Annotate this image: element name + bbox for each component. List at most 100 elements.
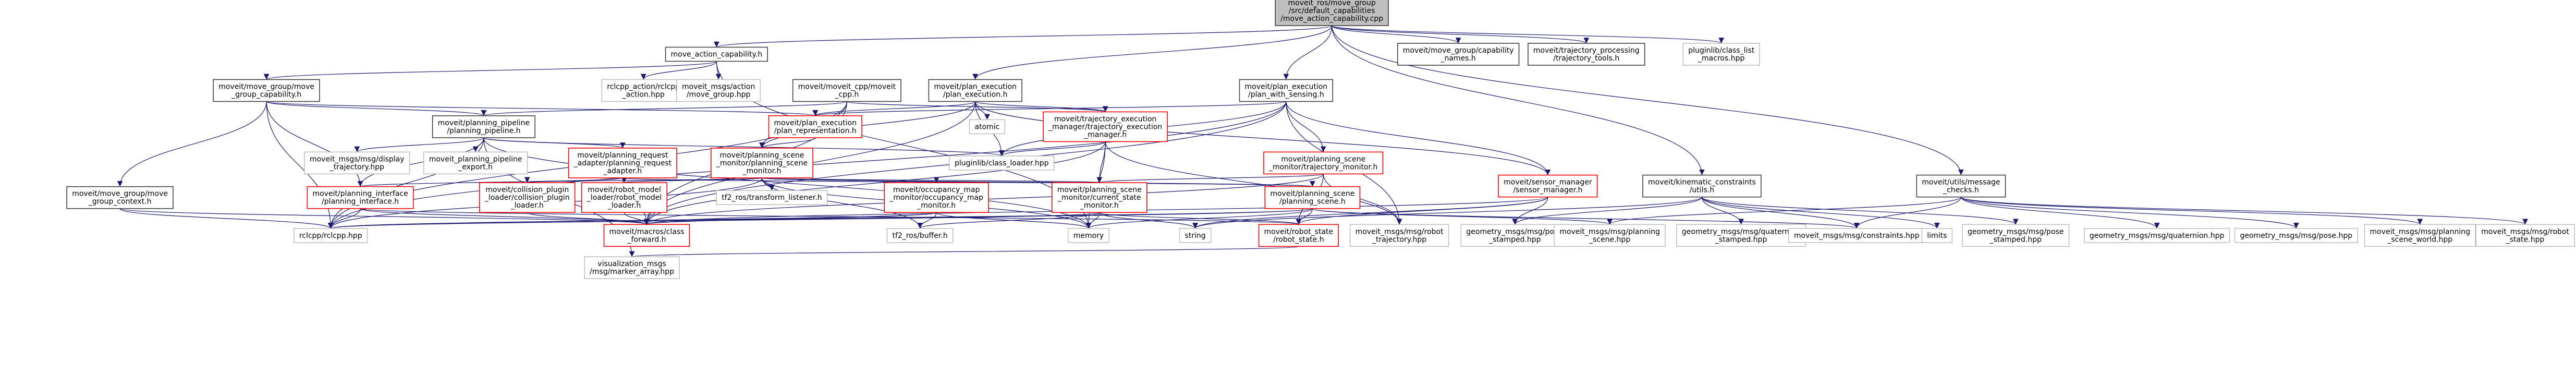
node-box (676, 79, 761, 102)
node-label-line: _scene.hpp (1589, 235, 1630, 244)
edge-root-to-pluginlib_macros (1332, 25, 1724, 44)
node-kin-constraints[interactable]: moveit/kinematic_constraints/utils.h (1642, 174, 1762, 198)
node-box (1043, 111, 1168, 142)
node-label-line: _group_context.h (88, 198, 152, 206)
node-label-line: /robot_state.h (1273, 235, 1324, 244)
node-pr-adapter[interactable]: moveit/planning_request_adapter/planning… (568, 148, 677, 178)
node-label-line: _loader.h (510, 201, 544, 210)
node-box (1460, 224, 1570, 247)
node-plan-sensing[interactable]: moveit/plan_execution/plan_with_sensing.… (1239, 79, 1333, 102)
node-label-line: /plan_execution.h (943, 90, 1008, 99)
edge-plan_exec-to-sensor_mgr (975, 101, 1551, 175)
node-label-line: _stamped.hpp (1715, 235, 1767, 244)
node-class-forward[interactable]: moveit/macros/class_forward.h (603, 224, 690, 247)
node-mac-h[interactable]: move_action_capability.h (665, 46, 768, 62)
node-traj-monitor[interactable]: moveit/planning_scene_monitor/trajectory… (1263, 151, 1384, 175)
node-box (581, 182, 668, 213)
node-label-line: _names.h (1440, 54, 1475, 63)
node-root[interactable]: moveit_ros/move_group/src/default_capabi… (1275, 0, 1389, 26)
edge-kin_constraints-to-quat_stamped (1701, 197, 1744, 225)
node-rm-loader[interactable]: moveit/robot_model_loader/robot_model_lo… (581, 182, 668, 213)
node-label-line: _stamped.hpp (1989, 235, 2042, 244)
node-mgc-h[interactable]: moveit/move_group/move_group_capability.… (213, 79, 320, 102)
node-quaternion: geometry_msgs/msg/quaternion.hpp (2084, 228, 2230, 243)
node-label-line: tf2_ros/buffer.h (893, 232, 948, 240)
node-box (1676, 224, 1806, 247)
edge-traj_monitor-to-robot_traj (1323, 174, 1402, 225)
node-label-line: moveit/trajectory_execution (1054, 115, 1157, 123)
node-planning-iface[interactable]: moveit/planning_interface/planning_inter… (307, 186, 414, 209)
node-traj-tools[interactable]: moveit/trajectory_processing/trajectory_… (1528, 43, 1645, 66)
edge-root-to-mac_h (714, 25, 1333, 48)
node-label-line: _checks.h (1943, 186, 1979, 195)
node-collision-loader[interactable]: moveit/collision_plugin_loader/collision… (479, 182, 576, 213)
node-label-line: /planning_pipeline.h (447, 127, 520, 135)
edge-message_checks-to-ps_world (1960, 197, 2423, 225)
dependency-nodes: moveit_ros/move_group/src/default_capabi… (66, 0, 2575, 280)
node-plan-exec[interactable]: moveit/plan_execution/plan_execution.h (928, 79, 1022, 102)
node-label-line: _cpp.h (835, 90, 859, 99)
edge-pr_adapter-to-planning_iface (358, 177, 623, 187)
edge-cpp_cpp-to-traj_exec_mgr (846, 101, 1108, 112)
edge-planning_pipeline-to-display_traj (354, 137, 484, 152)
node-traj-exec-mgr[interactable]: moveit/trajectory_execution_manager/traj… (1043, 111, 1168, 142)
node-csm[interactable]: moveit/planning_scene_monitor/current_st… (1051, 182, 1147, 213)
edge-plan_sensing-to-sensor_mgr (1286, 101, 1551, 175)
node-memory: memory (1067, 228, 1110, 243)
node-label-line: moveit/macros/class (609, 227, 685, 236)
node-label-line: moveit_msgs/msg/display (310, 155, 405, 163)
node-box (1349, 224, 1449, 247)
node-label-line: moveit_msgs/msg/robot (2481, 227, 2569, 236)
edge-kin_constraints-to-pose_stamped (1512, 197, 1703, 225)
node-label-line: _monitor.h (742, 167, 782, 175)
edge-kin_constraints-to-constraints (1701, 197, 1860, 229)
node-planning-scene-msg: moveit_msgs/msg/planning_scene.hpp (1554, 224, 1666, 247)
node-robot-state[interactable]: moveit/robot_state/robot_state.h (1258, 224, 1339, 247)
node-planning-scene[interactable]: moveit/planning_scene/planning_scene.h (1264, 186, 1361, 209)
node-label-line: _adapter/planning_request (573, 159, 672, 167)
node-label-line: _stamped.hpp (1488, 235, 1541, 244)
edge-sensor_mgr-to-string (1192, 197, 1548, 229)
node-mg-context[interactable]: moveit/move_group/move_group_context.h (66, 186, 174, 209)
node-label-line: moveit/planning_interface (312, 190, 408, 198)
node-sensor-mgr[interactable]: moveit/sensor_manager/sensor_manager.h (1498, 174, 1598, 198)
edge-planning_scene-to-constraints (1312, 208, 1860, 229)
node-display-traj: moveit_msgs/msg/display_trajectory.hpp (304, 151, 410, 175)
node-message-checks[interactable]: moveit/utils/message_checks.h (1916, 174, 2006, 198)
node-box (1263, 151, 1384, 175)
node-psm[interactable]: moveit/planning_scene_monitor/planning_s… (711, 148, 813, 178)
node-pose: geometry_msgs/msg/pose.hpp (2234, 228, 2358, 243)
edge-plan_repr-to-psm (759, 137, 816, 149)
node-label-line: move_action_capability.h (671, 50, 763, 58)
node-label-line: moveit_msgs/msg/constraints.hpp (1794, 232, 1920, 240)
edge-psm-to-planning_scene (761, 177, 1315, 187)
node-box (884, 182, 989, 213)
node-box (1397, 43, 1520, 66)
edge-traj_exec_mgr-to-robot_traj (1105, 141, 1402, 225)
node-box (665, 46, 768, 62)
node-occ-map[interactable]: moveit/occupancy_map_monitor/occupancy_m… (884, 182, 989, 213)
node-planning-pipeline[interactable]: moveit/planning_pipeline/planning_pipeli… (432, 115, 535, 138)
node-limits: limits (1921, 228, 1953, 243)
node-box (603, 224, 690, 247)
node-pluginlib-loader: pluginlib/class_loader.hpp (949, 155, 1055, 171)
node-box (304, 151, 410, 175)
node-label-line: moveit/utils/message (1922, 178, 2000, 187)
node-pose-stamped2: geometry_msgs/msg/pose_stamped.hpp (1962, 224, 2070, 247)
node-label-line: _monitor/occupancy_map (889, 194, 983, 202)
edge-traj_monitor-to-csm (1096, 173, 1324, 183)
node-box (1788, 228, 1925, 243)
node-box (716, 190, 828, 205)
node-label-line: /plan_with_sensing.h (1248, 90, 1324, 99)
node-atomic: atomic (969, 119, 1006, 135)
node-plan-repr[interactable]: moveit/plan_execution/plan_representatio… (768, 115, 862, 138)
node-pose-stamped: geometry_msgs/msg/point_stamped.hpp (1460, 224, 1570, 247)
node-label-line: moveit/collision_plugin (485, 186, 569, 194)
node-mgc-names[interactable]: moveit/move_group/capability_names.h (1397, 43, 1520, 66)
node-cpp-cpp[interactable]: moveit/moveit_cpp/moveit_cpp.h (792, 79, 901, 102)
node-label-line: moveit/move_group/move (218, 82, 314, 91)
node-label-line: moveit/planning_scene (1057, 186, 1142, 194)
node-box (1682, 43, 1760, 66)
node-box (66, 186, 174, 209)
node-label-line: _macros.hpp (1698, 54, 1744, 63)
